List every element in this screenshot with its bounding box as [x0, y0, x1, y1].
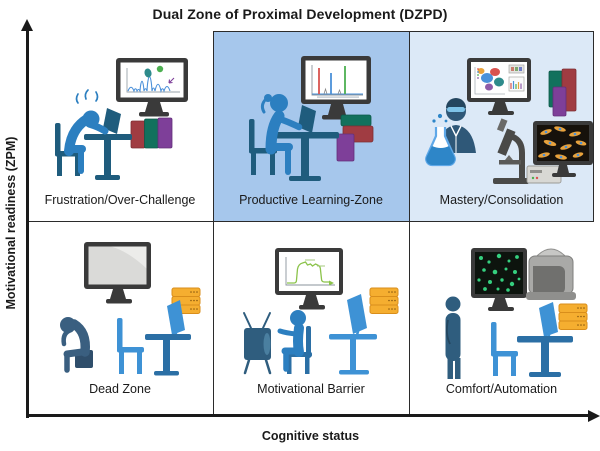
- zone-label: Productive Learning-Zone: [239, 193, 383, 207]
- desk-icon: [273, 105, 339, 181]
- standing-desk-monitor-icon: [329, 294, 377, 375]
- book-stack-icon: [548, 68, 577, 117]
- zone-barrier: Motivational Barrier: [213, 222, 409, 415]
- barrier-illustration: [243, 248, 399, 375]
- x-axis-arrow-icon: [588, 409, 600, 422]
- page-title: Dual Zone of Proximal Development (DZPD): [152, 6, 448, 22]
- zone-label: Dead Zone: [89, 382, 151, 396]
- book-stack-icon: [336, 114, 374, 162]
- flask-icon: [425, 113, 456, 167]
- zone-label: Comfort/Automation: [445, 382, 558, 396]
- y-axis-label: Motivational readiness (ZPM): [4, 136, 18, 310]
- y-axis-line: [26, 30, 29, 418]
- microscope-icon: [493, 118, 529, 184]
- zone-productive: Productive Learning-Zone: [213, 31, 409, 222]
- productive-illustration: [249, 56, 374, 181]
- zone-frustration: Frustration/Over-Challenge: [27, 31, 213, 222]
- monitor-cluster-plot-icon: [467, 58, 531, 115]
- zone-dead: Dead Zone: [27, 222, 213, 415]
- retro-tv-icon: [243, 312, 272, 375]
- dejected-person-icon: [60, 317, 93, 373]
- monitor-histogram-chart-icon: [116, 58, 188, 117]
- person-watching-tv-icon: [277, 310, 312, 374]
- standing-person-icon: [445, 296, 461, 379]
- dead-zone-illustration: [60, 242, 201, 376]
- lab-instrument-icon: [526, 248, 576, 300]
- empty-desk-monitor-icon: [517, 302, 573, 377]
- monitor-fluorescent-fibroblasts-icon: [533, 121, 593, 177]
- zone-label: Motivational Barrier: [257, 382, 365, 396]
- empty-chair-icon: [117, 318, 144, 374]
- frustration-illustration: [55, 58, 188, 180]
- desk-icon: [84, 108, 132, 180]
- zone-label: Mastery/Consolidation: [439, 193, 564, 207]
- monitor-curve-chart-icon: [275, 248, 343, 310]
- book-stack-icon: [130, 117, 173, 149]
- server-stack-icon: [369, 287, 399, 314]
- y-axis-arrow-icon: [21, 19, 33, 31]
- blank-monitor-icon: [84, 242, 151, 304]
- grid-vertical-divider-1: [213, 222, 214, 415]
- zone-label: Frustration/Over-Challenge: [44, 193, 196, 207]
- person-working-at-desk-icon: [260, 94, 303, 175]
- empty-desk-monitor-icon: [145, 300, 191, 376]
- mastery-illustration: [425, 58, 593, 184]
- zone-comfort: Comfort/Automation: [409, 222, 594, 415]
- monitor-peaks-chart-icon: [301, 56, 371, 120]
- comfort-illustration: [445, 248, 588, 379]
- grid-horizontal-divider: [27, 221, 594, 222]
- grid-vertical-divider-2: [409, 222, 410, 415]
- x-axis-line: [26, 414, 592, 417]
- monitor-fluorescent-cells-icon: [471, 248, 527, 311]
- server-stack-icon: [558, 303, 588, 330]
- x-axis-label: Cognitive status: [261, 429, 360, 443]
- zone-mastery: Mastery/Consolidation: [409, 31, 594, 222]
- empty-chair-icon: [491, 322, 518, 376]
- frustrated-person-at-desk-icon: [64, 89, 109, 174]
